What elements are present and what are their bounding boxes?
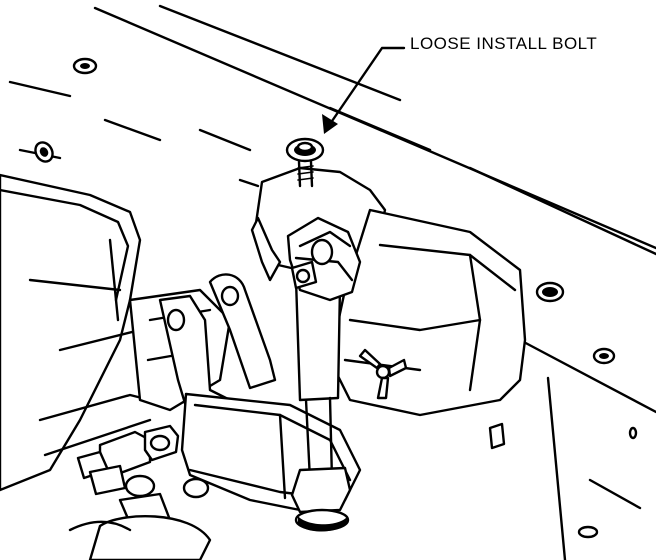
body-panel-lines	[8, 4, 656, 560]
mounting-holes	[34, 57, 638, 539]
callout-leader	[322, 46, 406, 134]
top-clamp	[286, 216, 362, 302]
install-bolt-icon	[285, 137, 325, 188]
callout-label: LOOSE INSTALL BOLT	[410, 34, 598, 53]
lower-fasteners	[68, 424, 212, 560]
wing-nut-icon	[358, 348, 408, 400]
strut-shaft	[290, 278, 352, 532]
